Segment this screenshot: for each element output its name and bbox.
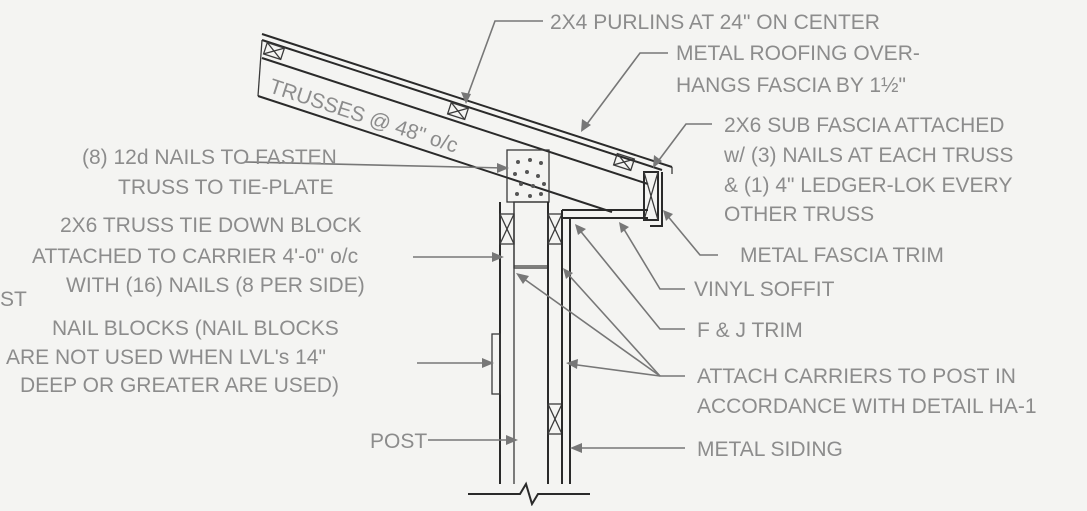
truss-top-chord bbox=[261, 39, 663, 185]
leader-lines bbox=[244, 20, 718, 453]
label-roofing-2: HANGS FASCIA BY 1½" bbox=[676, 74, 906, 97]
label-sub-fascia-2: w/ (3) NAILS AT EACH TRUSS bbox=[723, 144, 1013, 167]
label-sub-fascia-1: 2X6 SUB FASCIA ATTACHED bbox=[724, 114, 1004, 137]
truss-tie-down-block bbox=[513, 201, 549, 269]
label-nail-blocks-1: NAIL BLOCKS (NAIL BLOCKS bbox=[52, 317, 339, 340]
purlin-blocks bbox=[262, 41, 636, 172]
label-roofing-1: METAL ROOFING OVER- bbox=[676, 42, 920, 65]
truss-bottom-chord bbox=[257, 39, 613, 213]
label-nail-blocks-2: ARE NOT USED WHEN LVL's 14" bbox=[6, 346, 326, 369]
metal-siding bbox=[561, 210, 571, 484]
purlin bbox=[262, 41, 286, 61]
label-cut-off: ST bbox=[0, 288, 27, 311]
metal-fascia-trim bbox=[650, 172, 663, 227]
purlin bbox=[612, 152, 636, 172]
label-carriers-1: ATTACH CARRIERS TO POST IN bbox=[697, 365, 1016, 388]
label-carriers-2: ACCORDANCE WITH DETAIL HA-1 bbox=[697, 395, 1037, 418]
label-tie-block-1: 2X6 TRUSS TIE DOWN BLOCK bbox=[60, 214, 361, 237]
label-purlins: 2X4 PURLINS AT 24" ON CENTER bbox=[550, 11, 880, 34]
purlin bbox=[446, 101, 470, 121]
label-sub-fascia-3: & (1) 4" LEDGER-LOK EVERY bbox=[724, 174, 1012, 197]
label-tie-block-2: ATTACHED TO CARRIER 4'-0" o/c bbox=[32, 245, 358, 268]
label-tie-block-3: WITH (16) NAILS (8 PER SIDE) bbox=[66, 274, 365, 297]
label-fascia-trim: METAL FASCIA TRIM bbox=[740, 244, 944, 267]
label-sub-fascia-4: OTHER TRUSS bbox=[724, 203, 874, 226]
vinyl-soffit bbox=[561, 209, 648, 226]
nail-block bbox=[491, 333, 501, 395]
label-soffit: VINYL SOFFIT bbox=[694, 278, 835, 301]
label-nails-2: TRUSS TO TIE-PLATE bbox=[118, 176, 334, 199]
label-siding: METAL SIDING bbox=[697, 438, 843, 461]
carrier-right bbox=[547, 213, 563, 435]
label-post: POST bbox=[370, 430, 427, 453]
break-line bbox=[468, 481, 590, 507]
label-fj-trim: F & J TRIM bbox=[697, 319, 803, 342]
label-nails-1: (8) 12d NAILS TO FASTEN bbox=[82, 146, 337, 169]
label-nail-blocks-3: DEEP OR GREATER ARE USED) bbox=[20, 374, 339, 397]
carrier-left bbox=[499, 213, 515, 245]
tie-plate bbox=[506, 149, 550, 203]
sub-fascia bbox=[643, 171, 659, 221]
